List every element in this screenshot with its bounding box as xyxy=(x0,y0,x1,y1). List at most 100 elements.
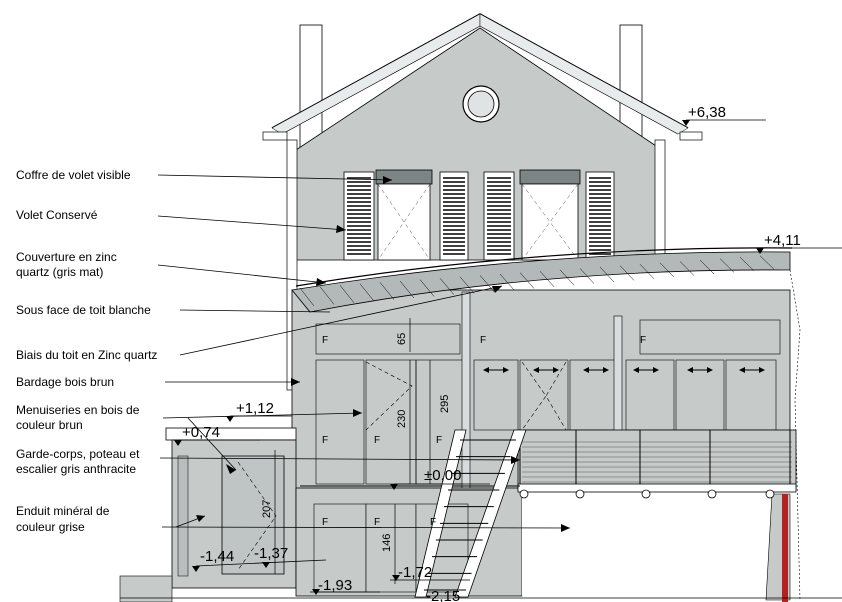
arrow-head xyxy=(653,367,659,373)
dimension-labels: 65 295 230 207 146 xyxy=(261,333,451,552)
roof-rib xyxy=(519,272,535,289)
roof-rib xyxy=(419,279,435,297)
level-minus-1-72: -1,72 xyxy=(398,564,432,581)
shutter-box-right xyxy=(519,169,581,185)
level-ridge: +6,38 xyxy=(688,104,726,121)
f-marker: F xyxy=(322,435,328,446)
curved-zinc-roof xyxy=(291,251,791,313)
label-couverture-line2: quartz (gris mat) xyxy=(16,265,103,279)
roof-rib xyxy=(599,266,615,283)
downpipe-right xyxy=(654,139,666,261)
shutter xyxy=(585,171,615,261)
level-markers xyxy=(174,119,842,595)
level-minus-1-37: -1,37 xyxy=(254,545,288,562)
railing-bars xyxy=(519,430,792,492)
level-minus-1-93: -1,93 xyxy=(318,577,352,594)
roof-rib xyxy=(719,258,735,273)
level-annex: +0,74 xyxy=(182,424,220,441)
f-marker: F xyxy=(640,335,646,346)
upper-shutters xyxy=(343,171,615,261)
stair-steps xyxy=(424,439,516,591)
arrow-head xyxy=(603,367,609,373)
level-minus-1-44: -1,44 xyxy=(200,548,234,565)
shutter xyxy=(439,171,469,261)
bolt xyxy=(765,489,775,499)
window-opening-mark xyxy=(365,361,413,431)
roof-rib xyxy=(559,269,575,286)
roof-rib xyxy=(459,276,475,294)
label-menuiseries-line1: Menuiseries en bois de xyxy=(16,403,140,417)
label-menuiseries-line2: couleur brun xyxy=(16,418,83,432)
dim-65: 65 xyxy=(396,333,408,345)
shutter xyxy=(343,171,375,261)
level-zero: ±0,00 xyxy=(424,467,461,484)
level-terrace: +1,12 xyxy=(236,400,274,417)
terrace-balcony xyxy=(300,429,797,499)
label-enduit-line1: Enduit minéral de xyxy=(16,504,110,518)
facade-panels xyxy=(315,319,781,485)
arrow-head xyxy=(739,367,745,373)
f-marker: F xyxy=(436,435,442,446)
label-enduit-line2: couleur grise xyxy=(16,520,85,534)
bolt xyxy=(575,489,585,499)
annex-door xyxy=(221,455,285,575)
column-1 xyxy=(461,291,471,493)
balcony-bolts xyxy=(519,489,775,499)
roof-rib xyxy=(699,259,715,275)
arrow-head xyxy=(503,367,509,373)
roof-rib xyxy=(759,255,775,270)
red-post xyxy=(782,494,788,602)
roof-rib xyxy=(679,261,695,276)
roof-rib xyxy=(659,262,675,278)
exterior-stair xyxy=(414,429,527,598)
roof-rib xyxy=(439,278,455,295)
level-roof: +4,11 xyxy=(764,232,801,249)
f-marker: F xyxy=(374,517,380,528)
leader-lines xyxy=(157,174,571,529)
facade-panel xyxy=(473,359,519,431)
roof-rib xyxy=(379,282,395,300)
roof-rib xyxy=(359,283,375,302)
f-marker: F xyxy=(430,517,436,528)
leader-arrowheads xyxy=(196,176,570,532)
facade-panel xyxy=(315,359,365,485)
arrow-head xyxy=(583,367,589,373)
roof-rib xyxy=(339,285,355,303)
label-volet: Volet Conservé xyxy=(16,208,98,222)
arrow-head xyxy=(533,367,539,373)
label-couverture-line1: Couverture en zinc xyxy=(16,250,117,264)
shutter xyxy=(483,171,515,261)
arrow-head xyxy=(759,367,765,373)
bolt xyxy=(707,489,717,499)
f-marker: F xyxy=(322,335,328,346)
label-coffre: Coffre de volet visible xyxy=(16,168,131,182)
arrow-head xyxy=(483,367,489,373)
dim-207: 207 xyxy=(261,500,273,518)
label-garde-corps-line2: escalier gris anthracite xyxy=(16,462,136,476)
bolt xyxy=(519,489,529,499)
lower-storey xyxy=(119,487,842,602)
label-bardage: Bardage bois brun xyxy=(16,375,114,389)
f-marker: F xyxy=(374,435,380,446)
label-sous-face: Sous face de toit blanche xyxy=(16,303,151,317)
roof-rib xyxy=(639,264,655,279)
roof-rib xyxy=(399,280,415,299)
facade-panel xyxy=(639,319,781,355)
roof-rib xyxy=(299,287,315,307)
lower-open-area xyxy=(522,494,780,596)
level-minus-2-15: -2,15 xyxy=(426,588,460,602)
dim-230: 230 xyxy=(396,410,408,428)
dim-295: 295 xyxy=(439,395,451,413)
upper-gable xyxy=(262,13,703,391)
sliding-arrows xyxy=(483,367,765,373)
roof-rib xyxy=(319,286,335,305)
dimension-lines xyxy=(274,318,431,584)
roof-rib xyxy=(499,273,515,291)
roof-rib xyxy=(739,257,755,271)
arrow-head xyxy=(633,367,639,373)
level-labels: +6,38 +4,11 +1,12 +0,74 ±0,00 -1,44 -1,3… xyxy=(182,104,801,602)
annotation-labels: Coffre de volet visible Volet Conservé C… xyxy=(16,168,157,534)
roof-rib xyxy=(479,275,495,292)
